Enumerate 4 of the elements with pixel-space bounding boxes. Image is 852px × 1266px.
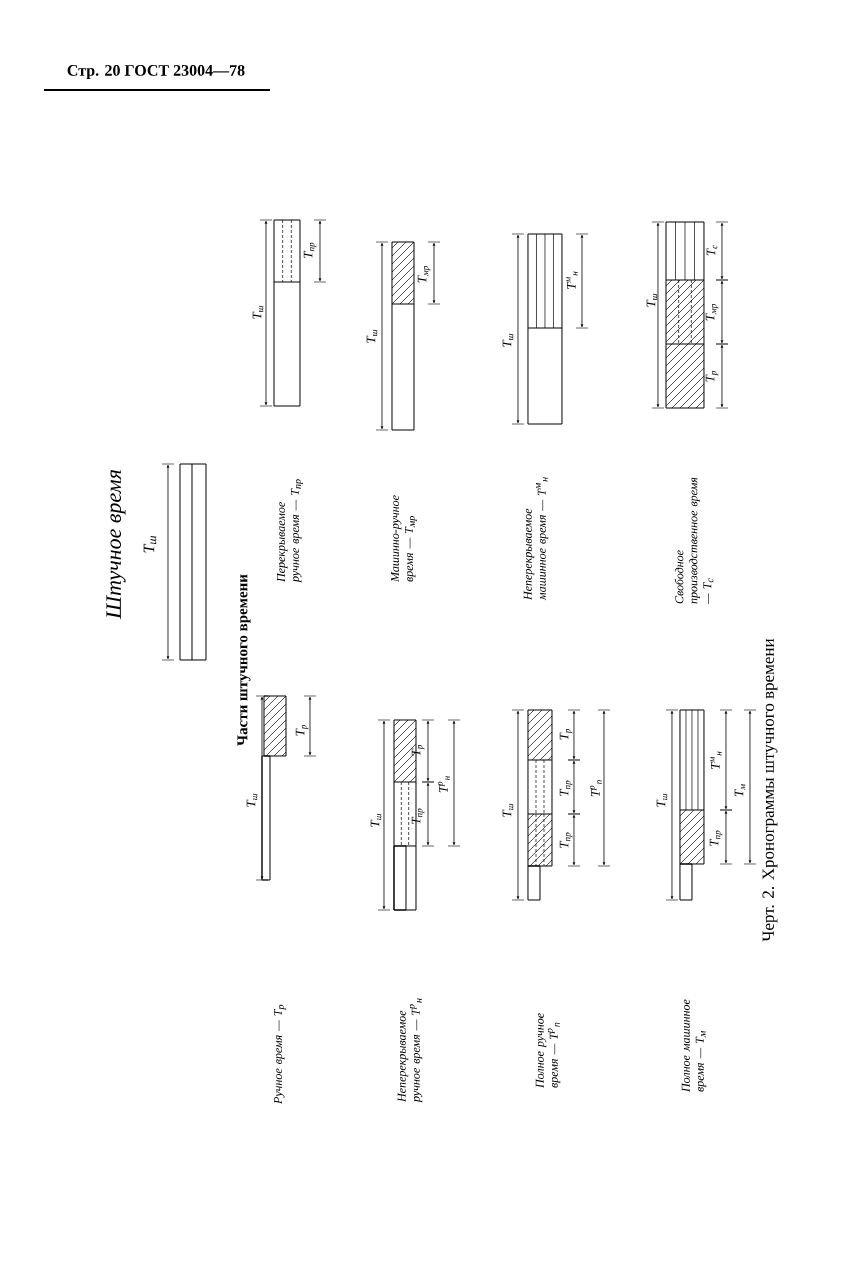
heading: Штучное время bbox=[106, 470, 126, 620]
dimension-label: T$_{ш}$ bbox=[143, 535, 157, 553]
page-header: Стр. 20 ГОСТ 23004—78 bbox=[67, 65, 245, 80]
caption: Черт. 2. Хронограммы штучного времени bbox=[762, 638, 778, 942]
